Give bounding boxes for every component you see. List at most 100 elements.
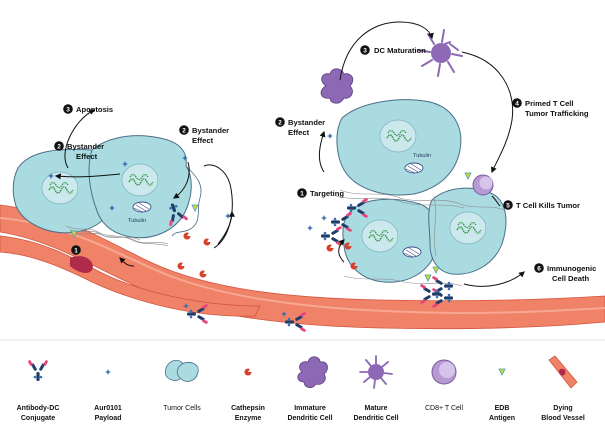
step-apoptosis: 3 Apoptosis xyxy=(63,104,113,114)
step-bystander-left: 2 Bystander Effect xyxy=(54,141,104,161)
cd8-t-cell-icon xyxy=(431,359,457,385)
cathepsin-icon xyxy=(183,232,191,240)
svg-text:Primed T Cell: Primed T Cell xyxy=(525,99,574,108)
legend-item: Antibody-DC Conjugate xyxy=(17,359,60,422)
svg-text:Immunogenic: Immunogenic xyxy=(547,264,596,273)
svg-text:Bystander: Bystander xyxy=(192,126,229,135)
legend-label: Conjugate xyxy=(21,415,55,422)
dying-vessel-spot xyxy=(70,256,93,273)
cell-nucleus xyxy=(121,163,159,197)
legend-label: Blood Vessel xyxy=(541,415,585,422)
step-bystander-right: 2 Bystander Effect xyxy=(275,117,325,137)
legend-label: Dying xyxy=(553,405,572,412)
legend-label: Payload xyxy=(95,415,122,422)
dying-blood-vessel-icon xyxy=(548,355,578,389)
legend-label: Mature xyxy=(365,405,388,412)
cell-nucleus xyxy=(361,219,399,253)
cathepsin-enzyme-icon xyxy=(244,368,252,376)
svg-text:6: 6 xyxy=(537,266,541,273)
svg-text:Bystander: Bystander xyxy=(288,118,325,127)
legend-label: CD8+ T Cell xyxy=(425,405,464,412)
legend-item: EDB Antigen xyxy=(489,368,515,422)
edb-antigen-icon xyxy=(464,172,472,180)
immature-dendritic-cell-icon xyxy=(297,356,328,388)
left-tumor-cluster: Tubulin xyxy=(12,135,231,278)
right-arrows xyxy=(318,21,525,287)
step-immunogenic: 6 Immunogenic Cell Death xyxy=(534,263,596,283)
edb-antigen-icon xyxy=(432,266,440,274)
tubulin-label: Tubulin xyxy=(413,153,431,159)
antibody-dc-conjugate-icon xyxy=(27,359,49,381)
svg-text:DC Maturation: DC Maturation xyxy=(374,46,426,55)
edb-antigen-icon xyxy=(191,204,199,212)
svg-text:2: 2 xyxy=(278,120,282,127)
step-t-cell-kills: 5 T Cell Kills Tumor xyxy=(503,200,580,210)
svg-text:1: 1 xyxy=(74,248,78,255)
aur0101-payload-icon xyxy=(105,369,111,375)
step-primed-t-cell: 4 Primed T Cell Tumor Trafficking xyxy=(512,98,589,118)
payload-icon xyxy=(321,215,327,221)
legend-label: Antigen xyxy=(489,415,515,422)
tumor-cells-icon xyxy=(164,359,199,382)
svg-text:Apoptosis: Apoptosis xyxy=(76,105,113,114)
tubulin-icon xyxy=(132,201,152,213)
tubulin-label: Tubulin xyxy=(128,218,146,224)
tubulin-icon xyxy=(402,246,422,258)
legend-label: Tumor Cells xyxy=(163,405,201,412)
svg-text:4: 4 xyxy=(515,101,519,108)
cathepsin-icon xyxy=(326,244,334,252)
blood-vessel xyxy=(0,204,605,330)
immature-dendritic-cell xyxy=(320,68,354,104)
payload-icon xyxy=(307,225,313,231)
legend-item: Tumor Cells xyxy=(163,359,201,412)
cathepsin-icon xyxy=(199,270,207,278)
payload-icon xyxy=(225,213,231,219)
svg-text:Bystander: Bystander xyxy=(67,142,104,151)
step-bystander-mid: 2 Bystander Effect xyxy=(179,125,229,145)
svg-text:Effect: Effect xyxy=(76,152,98,161)
cell-nucleus xyxy=(449,211,487,245)
legend-label: Dendritic Cell xyxy=(287,415,332,422)
svg-text:Targeting: Targeting xyxy=(310,189,344,198)
step-dc-maturation: 3 DC Maturation xyxy=(360,45,426,55)
legend-label: Immature xyxy=(294,405,326,412)
svg-text:T Cell Kills Tumor: T Cell Kills Tumor xyxy=(516,201,580,210)
tubulin-icon xyxy=(404,162,424,174)
svg-text:5: 5 xyxy=(506,203,510,210)
svg-text:3: 3 xyxy=(66,107,70,114)
cd8-t-cell xyxy=(472,174,494,196)
legend: Antibody-DCConjugateAur0101PayloadTumor … xyxy=(17,355,585,422)
svg-text:2: 2 xyxy=(182,128,186,135)
svg-text:3: 3 xyxy=(363,48,367,55)
edb-antigen-icon xyxy=(498,368,506,376)
legend-label: EDB xyxy=(495,405,510,412)
svg-text:Cell Death: Cell Death xyxy=(552,274,589,283)
step-1-left: 1 xyxy=(71,245,81,255)
legend-label: Enzyme xyxy=(235,415,262,422)
svg-text:Effect: Effect xyxy=(288,128,310,137)
cell-nucleus xyxy=(379,119,417,153)
edb-antigen-icon xyxy=(424,274,432,282)
svg-text:Effect: Effect xyxy=(192,136,214,145)
mature-dendritic-cell-icon xyxy=(359,355,393,389)
legend-label: Antibody-DC xyxy=(17,405,60,412)
legend-label: Aur0101 xyxy=(94,405,122,412)
step-targeting: 1 Targeting xyxy=(297,188,344,198)
legend-label: Cathepsin xyxy=(231,405,265,412)
svg-text:Tumor Trafficking: Tumor Trafficking xyxy=(525,109,589,118)
payload-icon xyxy=(327,133,333,139)
antibody-icon xyxy=(321,225,343,247)
cathepsin-icon xyxy=(203,238,211,246)
svg-text:1: 1 xyxy=(300,191,304,198)
legend-item: CD8+ T Cell xyxy=(425,359,464,412)
svg-text:2: 2 xyxy=(57,144,61,151)
left-arrows xyxy=(54,109,235,267)
legend-label: Dendritic Cell xyxy=(353,415,398,422)
right-tumor-cluster: Tubulin xyxy=(307,99,507,309)
